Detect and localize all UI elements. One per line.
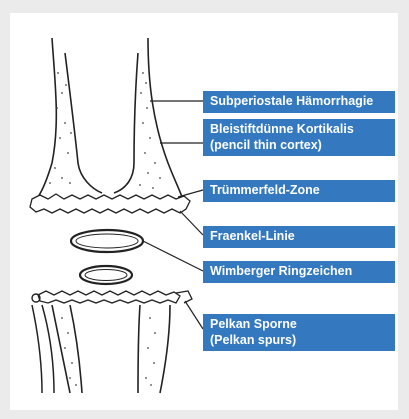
label-pencil-german: Bleistiftdünne Kortikalis: [210, 122, 389, 138]
label-truemmerfeld: Trümmerfeld-Zone: [203, 180, 395, 202]
label-fraenkel: Fraenkel-Linie: [203, 226, 395, 248]
label-pelkan-german: Pelkan Sporne: [210, 317, 389, 333]
label-fraenkel-text: Fraenkel-Linie: [210, 229, 389, 245]
femur-right-cortex: [148, 38, 182, 197]
tibia-stipple-dots: [61, 317, 156, 386]
upper-epiphysis-inner: [76, 234, 138, 248]
label-pencil-english: (pencil thin cortex): [210, 138, 389, 154]
label-pelkan: Pelkan Sporne (Pelkan spurs): [203, 314, 395, 351]
leader-pelkan: [185, 301, 203, 329]
label-pencil-cortex: Bleistiftdünne Kortikalis (pencil thin c…: [203, 119, 395, 156]
lower-epiphysis-inner: [85, 270, 127, 281]
label-pelkan-english: (Pelkan spurs): [210, 333, 389, 349]
femur-metaphysis-zone: [30, 194, 190, 213]
femur-left-cortex: [38, 38, 56, 197]
fibula-right: [42, 305, 54, 393]
figure-panel: Subperiostale Hämorrhagie Bleistiftdünne…: [10, 13, 398, 410]
tibia-left-cortex: [52, 305, 70, 393]
fibula-left: [32, 305, 42, 393]
leader-wimberger: [143, 241, 203, 271]
upper-epiphysis-ring: [71, 230, 143, 252]
tibia-metaphysis-zone: [38, 291, 180, 303]
label-wimberger-text: Wimberger Ringzeichen: [210, 264, 389, 280]
femur-right-inner: [114, 53, 138, 193]
label-subperiosteal-text: Subperiostale Hämorrhagie: [210, 94, 389, 110]
leader-truemmerfeld: [178, 190, 203, 197]
lower-epiphysis-ring: [80, 266, 132, 284]
tibia-right-cortex: [160, 305, 170, 393]
label-subperiosteal: Subperiostale Hämorrhagie: [203, 91, 395, 113]
label-truemmerfeld-text: Trümmerfeld-Zone: [210, 183, 389, 199]
tibia-right-inner: [138, 305, 140, 393]
tibia-left-inner: [70, 305, 82, 393]
femur-stipple-dots: [49, 72, 161, 189]
leader-fraenkel: [180, 211, 203, 235]
label-wimberger: Wimberger Ringzeichen: [203, 261, 395, 283]
femur-left-inner: [65, 53, 102, 193]
